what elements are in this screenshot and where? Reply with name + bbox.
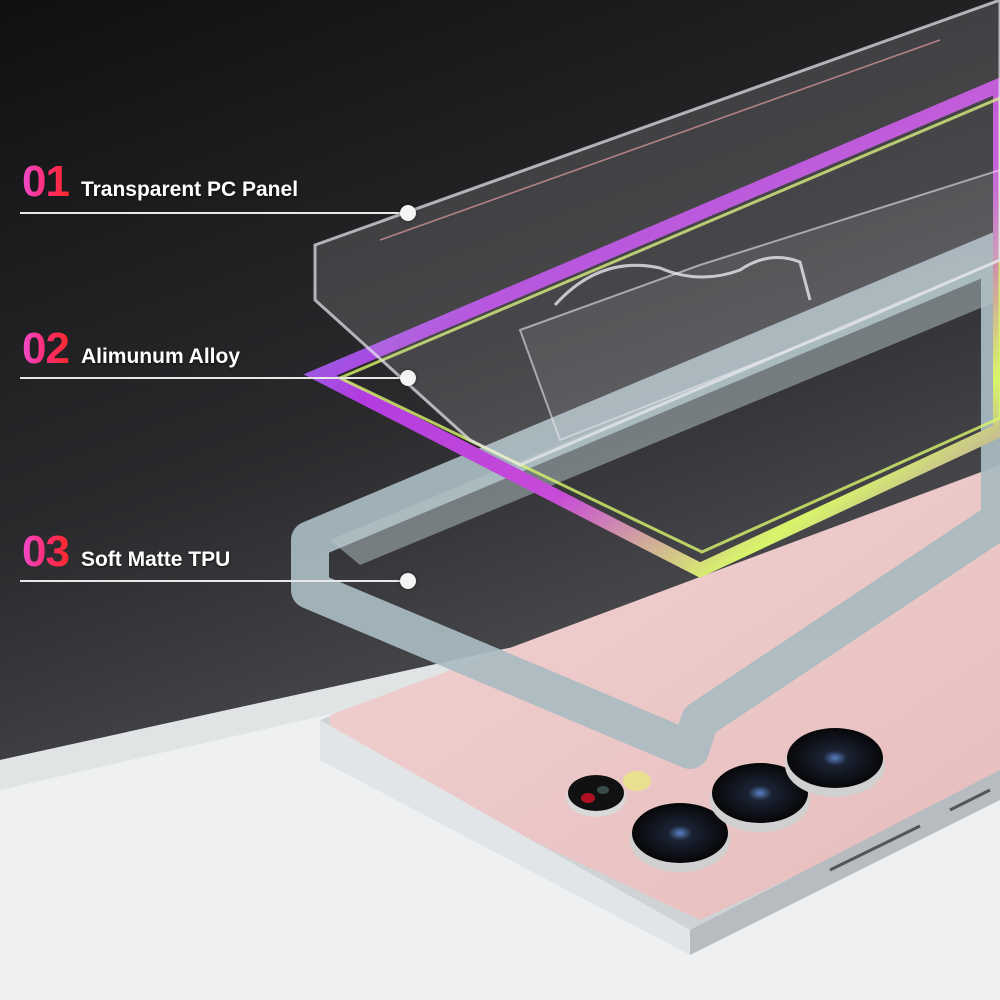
phone-body [320, 465, 1000, 955]
alloy-frame [303, 77, 1000, 578]
flash-icon [623, 771, 651, 791]
camera-lens-1 [632, 803, 728, 863]
layer-title: Transparent PC Panel [80, 178, 299, 201]
camera-lens-2 [712, 763, 808, 823]
layer-title: Soft Matte TPU [80, 548, 231, 571]
leader-line-3 [20, 580, 408, 582]
tpu-frame [291, 231, 1000, 769]
sensor-dot [581, 793, 595, 803]
layer-label-2: 02 Alimunum Alloy [22, 327, 240, 371]
layer-number: 01 [22, 157, 70, 206]
layer-number: 03 [22, 527, 70, 576]
layer-label-1: 01 Transparent PC Panel [22, 160, 298, 204]
layer-title: Alimunum Alloy [80, 345, 241, 368]
layer-label-3: 03 Soft Matte TPU [22, 530, 230, 574]
camera-lens-3 [787, 728, 883, 788]
pc-panel [313, 0, 1000, 467]
leader-line-2 [20, 377, 408, 379]
camera-module [566, 728, 885, 872]
pointer-dot-3 [400, 573, 416, 589]
leader-line-1 [20, 212, 408, 214]
pointer-dot-1 [400, 205, 416, 221]
pointer-dot-2 [400, 370, 416, 386]
layer-number: 02 [22, 324, 70, 373]
